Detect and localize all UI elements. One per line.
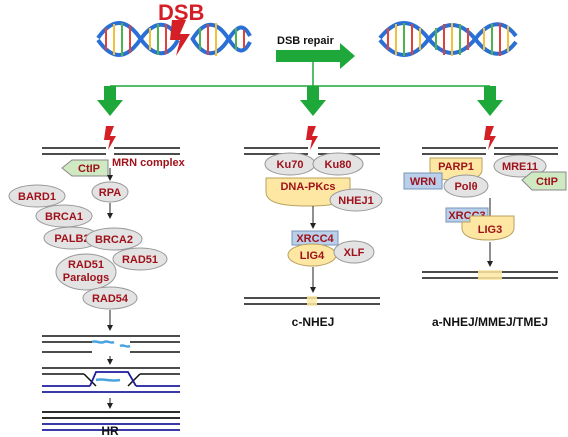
c-nhej-pathway: Ku70 Ku80 DNA-PKcs NHEJ1 XRCC4 LIG4 XLF …	[244, 152, 383, 329]
bard1-label: BARD1	[18, 191, 56, 203]
rad51-paralogs-label-2: Paralogs	[63, 272, 109, 284]
branch-connector	[110, 62, 490, 87]
rad51-paralogs-label-1: RAD51	[68, 259, 104, 271]
hr-ctip-label: CtIP	[78, 163, 100, 175]
rad51-label: RAD51	[122, 254, 158, 266]
dna-helix-icon	[378, 21, 518, 57]
lightning-bolt-icon	[104, 126, 496, 150]
polq-label: Polθ	[454, 181, 477, 193]
rad54-label: RAD54	[92, 293, 129, 305]
palb2-label: PALB2	[54, 233, 89, 245]
xrcc4-label: XRCC4	[296, 233, 334, 245]
brca2-label: BRCA2	[95, 234, 133, 246]
green-arrow-icon	[97, 86, 503, 116]
dna-helix-icon	[96, 21, 252, 57]
dna-strand-break	[42, 147, 558, 155]
parp1-label: PARP1	[438, 161, 474, 173]
dna-pkcs-label: DNA-PKcs	[280, 181, 335, 193]
mre11-label: MRE11	[502, 161, 538, 173]
dsb-repair-label: DSB repair	[277, 35, 335, 47]
a-nhej-title: a-NHEJ/MMEJ/TMEJ	[432, 315, 548, 329]
dsb-label: DSB	[158, 0, 204, 25]
xlf-label: XLF	[344, 247, 365, 259]
rpa-label: RPA	[99, 187, 121, 199]
lig3-label: LIG3	[478, 224, 502, 236]
a-nhej-pathway: PARP1 MRE11 WRN Polθ CtIP XRCC3 LIG3 a-N…	[403, 154, 567, 329]
a-nhej-ctip-label: CtIP	[536, 176, 558, 188]
ku80-label: Ku80	[325, 159, 352, 171]
lightning-bolt-icon	[170, 20, 190, 56]
nhej1-label: NHEJ1	[338, 195, 373, 207]
hr-title: HR	[101, 424, 119, 437]
brca1-label: BRCA1	[45, 211, 83, 223]
lig4-label: LIG4	[300, 250, 325, 262]
c-nhej-title: c-NHEJ	[292, 315, 335, 329]
wrn-label: WRN	[410, 176, 436, 188]
ku70-label: Ku70	[277, 159, 304, 171]
hr-pathway: CtIP MRN complex RPA BARD1 BRCA1 PALB2 B…	[8, 157, 186, 437]
mrn-complex-label: MRN complex	[112, 157, 186, 169]
green-arrow-icon	[276, 43, 355, 69]
